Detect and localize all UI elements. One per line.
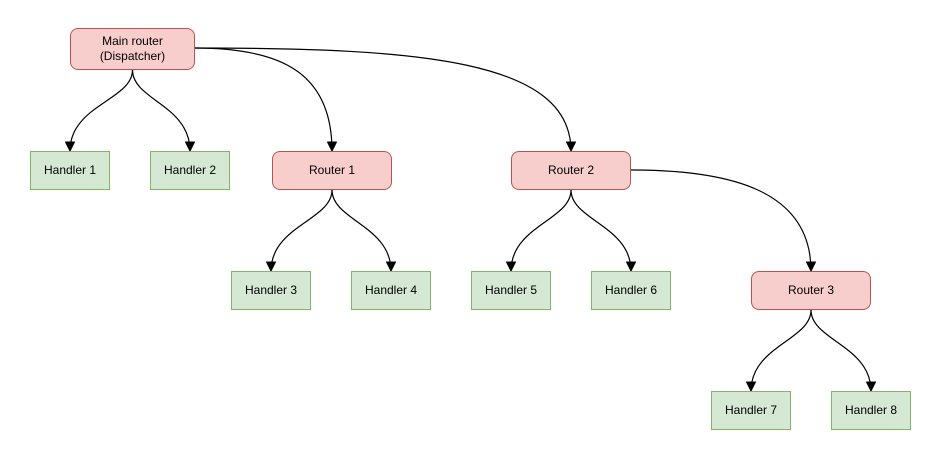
node-handler-6[interactable]: Handler 6 [591,271,671,310]
node-label-router-1: Router 1 [308,163,356,177]
node-handler-1[interactable]: Handler 1 [30,151,110,190]
node-label-handler-2: Handler 2 [163,163,217,177]
edge-main-router-to-handler-1 [69,69,134,152]
node-handler-5[interactable]: Handler 5 [471,271,551,310]
node-label-handler-5: Handler 5 [484,283,538,297]
node-router-2[interactable]: Router 2 [511,151,631,190]
node-label-router-2: Router 2 [547,163,595,177]
node-router-3[interactable]: Router 3 [751,271,871,310]
node-label-handler-7: Handler 7 [724,403,778,417]
node-label-handler-6: Handler 6 [604,283,658,297]
arrowhead-e-main-r1 [327,141,337,152]
edge-main-router-to-router-1 [194,47,333,152]
arrowhead-e-r2-h5 [506,261,516,272]
node-label-handler-1: Handler 1 [43,163,97,177]
edge-main-router-to-handler-2 [131,69,191,152]
node-handler-2[interactable]: Handler 2 [150,151,230,190]
edge-router-3-to-handler-8 [810,309,872,392]
arrowhead-e-r1-h3 [266,261,276,272]
node-handler-8[interactable]: Handler 8 [831,391,911,430]
node-label-handler-8: Handler 8 [844,403,898,417]
node-main-router[interactable]: Main router (Dispatcher) [70,28,195,70]
arrowhead-e-main-r2 [566,141,576,152]
edge-router-2-to-handler-5 [510,189,572,272]
node-handler-4[interactable]: Handler 4 [351,271,431,310]
arrowhead-e-r3-h7 [746,381,756,392]
edge-main-router-to-router-2 [194,47,572,152]
arrowhead-e-main-h2 [185,141,195,152]
arrowhead-e-r1-h4 [386,261,396,272]
node-label-handler-4: Handler 4 [364,283,418,297]
edge-router-1-to-handler-4 [331,189,392,272]
edge-router-3-to-handler-7 [750,309,812,392]
edge-router-2-to-router-3 [630,169,812,272]
arrowhead-e-r3-h8 [866,381,876,392]
node-handler-7[interactable]: Handler 7 [711,391,791,430]
node-router-1[interactable]: Router 1 [272,151,392,190]
node-label-main-router: Main router (Dispatcher) [99,34,166,63]
arrowhead-e-main-h1 [65,141,75,152]
arrowhead-e-r2-r3 [806,261,816,272]
arrowhead-e-r2-h6 [626,261,636,272]
edge-router-1-to-handler-3 [270,189,333,272]
node-label-handler-3: Handler 3 [244,283,298,297]
node-label-router-3: Router 3 [787,283,835,297]
node-handler-3[interactable]: Handler 3 [231,271,311,310]
edge-router-2-to-handler-6 [570,189,632,272]
